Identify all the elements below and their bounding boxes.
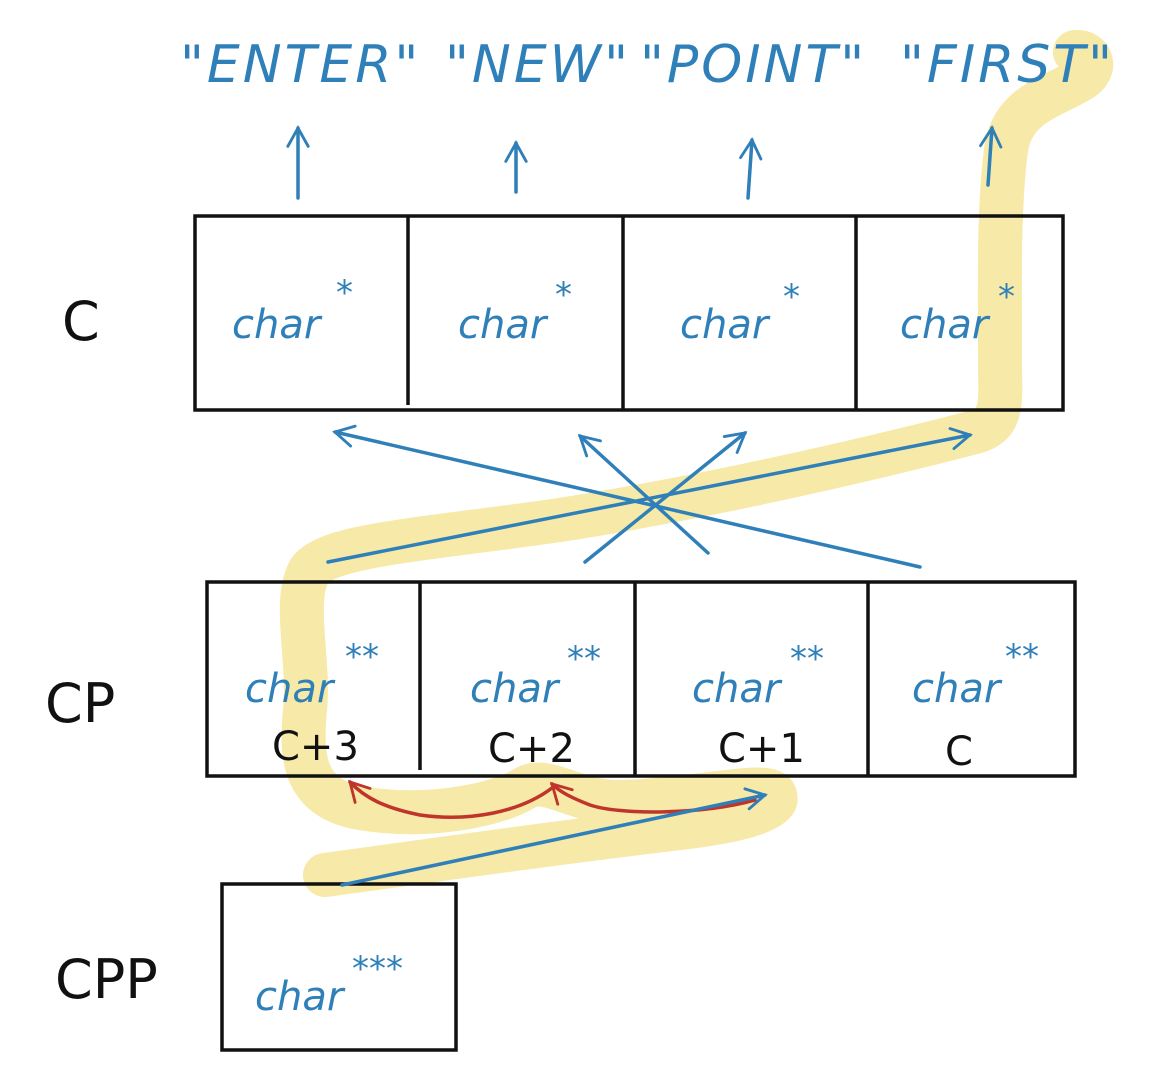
svg-text:char: char bbox=[692, 666, 783, 712]
cpp-cell: char *** bbox=[255, 949, 403, 1020]
svg-text:**: ** bbox=[567, 639, 601, 679]
cp-cell-0: char ** C+3 bbox=[245, 637, 379, 770]
svg-text:char: char bbox=[245, 666, 336, 712]
cp-cell-1: char ** C+2 bbox=[470, 639, 601, 772]
c-array bbox=[193, 214, 1065, 412]
svg-text:C+1: C+1 bbox=[718, 726, 805, 772]
c-cell-3: char * bbox=[900, 277, 1015, 348]
svg-text:***: *** bbox=[352, 949, 403, 989]
arrow-cpp-to-cp bbox=[340, 787, 768, 887]
svg-text:C: C bbox=[945, 729, 973, 775]
arrow-cp2-to-c1 bbox=[577, 434, 710, 555]
svg-text:C+3: C+3 bbox=[272, 724, 359, 770]
svg-text:**: ** bbox=[1005, 637, 1039, 677]
svg-text:char: char bbox=[255, 974, 346, 1020]
svg-text:char: char bbox=[900, 302, 991, 348]
string-first: "FIRST" bbox=[900, 35, 1115, 95]
c-cell-2: char * bbox=[680, 277, 800, 348]
svg-text:char: char bbox=[232, 302, 323, 348]
row-label-cp: CP bbox=[45, 672, 115, 735]
string-new: "NEW" bbox=[445, 35, 631, 95]
row-label-c: C bbox=[62, 290, 100, 353]
arrow-cp3-to-c0 bbox=[332, 424, 922, 569]
svg-text:char: char bbox=[912, 666, 1003, 712]
highlight-trace bbox=[279, 30, 1114, 897]
up-arrow-first bbox=[979, 125, 1003, 187]
cp-cell-3: char ** C bbox=[912, 637, 1039, 775]
red-arrow-to-c-plus-3 bbox=[347, 779, 554, 819]
svg-text:*: * bbox=[783, 277, 800, 317]
svg-text:*: * bbox=[998, 277, 1015, 317]
cp-array bbox=[205, 580, 1077, 778]
row-label-cpp: CPP bbox=[55, 948, 158, 1011]
svg-text:**: ** bbox=[790, 639, 824, 679]
string-point: "POINT" bbox=[640, 35, 867, 95]
svg-text:*: * bbox=[555, 275, 572, 315]
cpp-box bbox=[220, 882, 458, 1052]
svg-text:char: char bbox=[458, 302, 549, 348]
svg-text:char: char bbox=[470, 666, 561, 712]
cp-cell-2: char ** C+1 bbox=[692, 639, 824, 772]
arrow-cp1-to-c2 bbox=[583, 431, 748, 564]
svg-text:*: * bbox=[336, 273, 353, 313]
svg-text:C+2: C+2 bbox=[488, 726, 575, 772]
svg-text:char: char bbox=[680, 302, 771, 348]
c-cell-0: char * bbox=[232, 273, 353, 348]
up-arrow-point bbox=[739, 137, 763, 200]
svg-text:**: ** bbox=[345, 637, 379, 677]
c-cell-1: char * bbox=[458, 275, 572, 348]
red-arrow-to-c-plus-2 bbox=[549, 781, 757, 814]
string-enter: "ENTER" bbox=[180, 35, 421, 95]
